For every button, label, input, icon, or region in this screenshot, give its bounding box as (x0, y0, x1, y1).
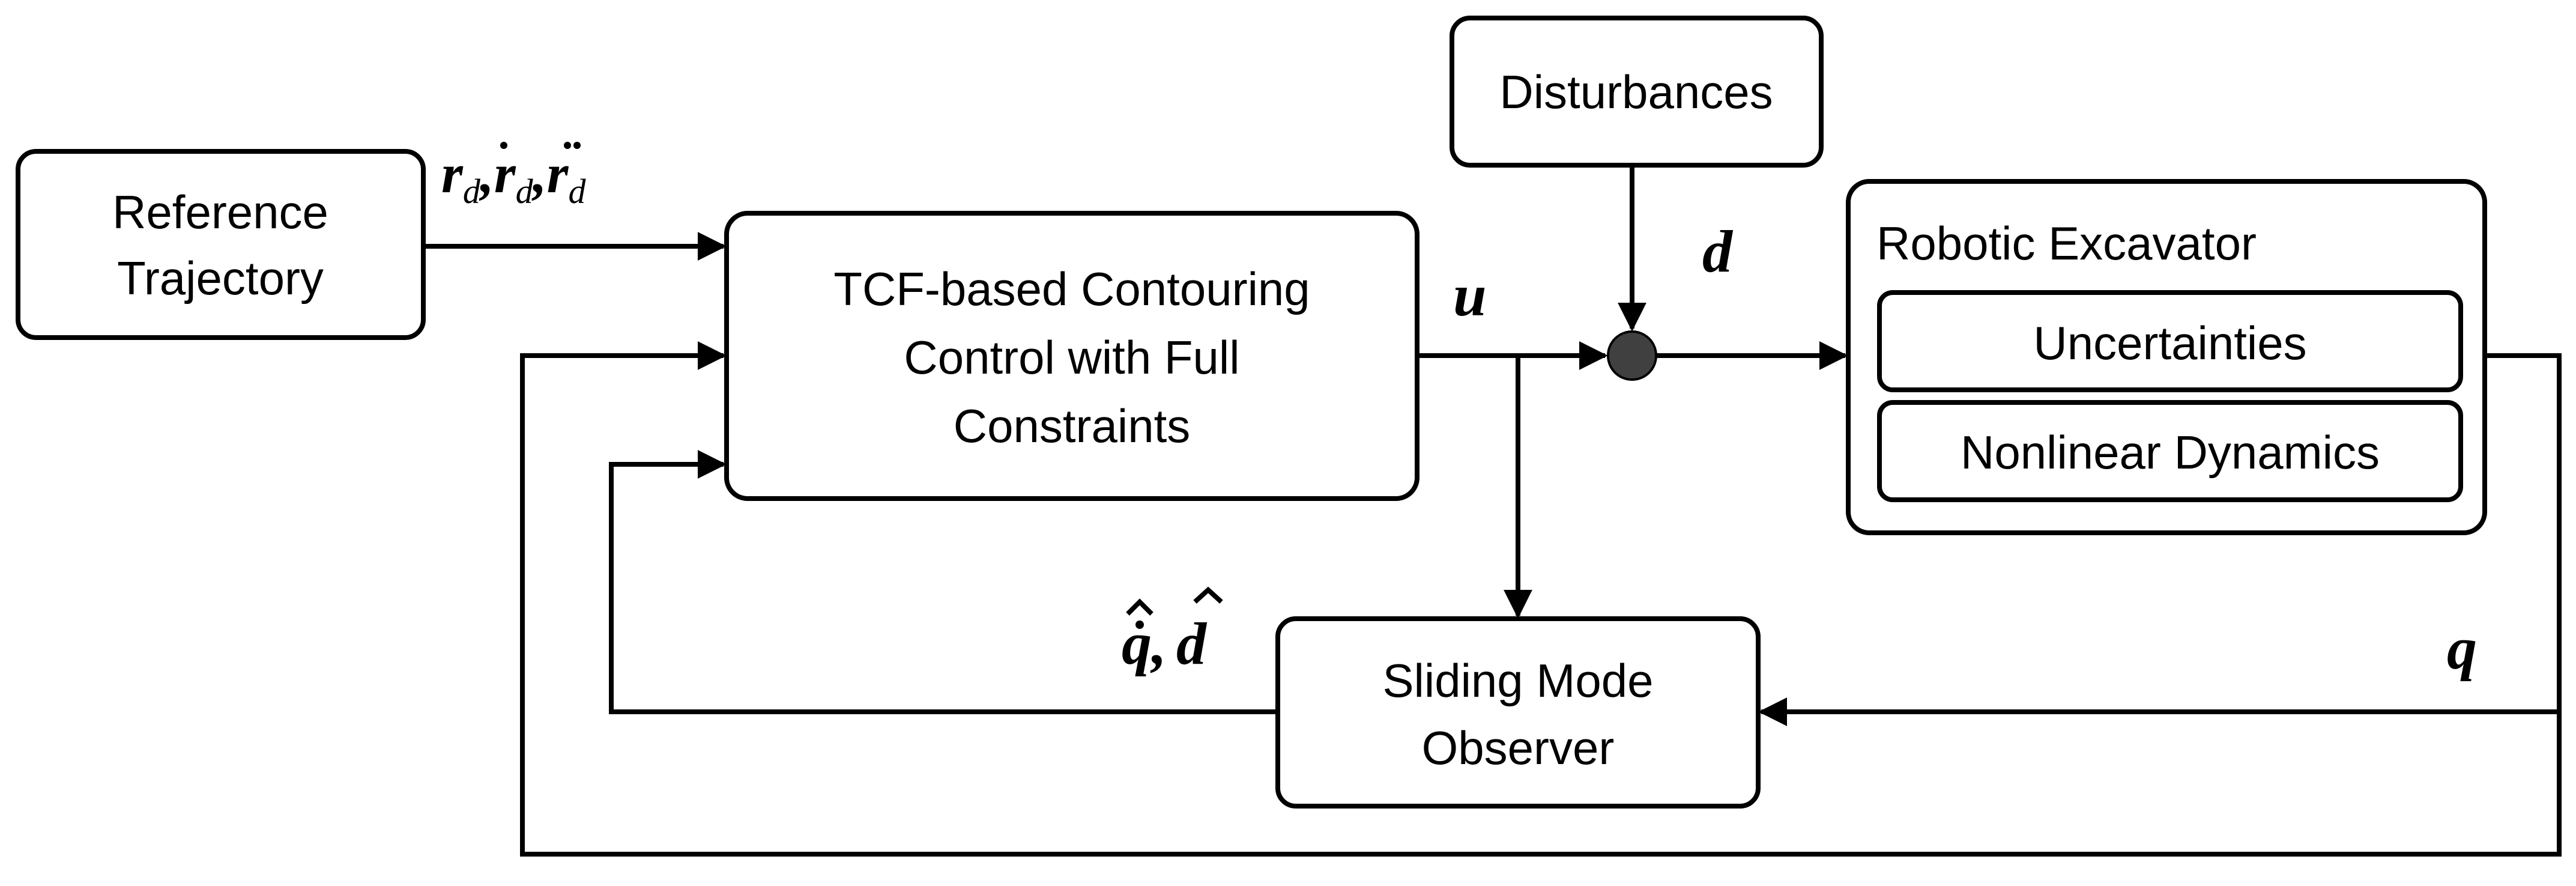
uncertainties-subblock (1877, 290, 2463, 392)
d-hat-symbol: d (1176, 610, 1208, 677)
svg-text:q,d: q,d (1122, 610, 1208, 677)
output-feedback-to-controller-arrow (520, 341, 2562, 857)
robotic-excavator-title: Robotic Excavator (1876, 217, 2257, 270)
reference-label-line2: Trajectory (117, 252, 324, 305)
nonlinear-dynamics-subblock (1877, 400, 2463, 502)
observer-label-line2: Observer (1422, 721, 1615, 774)
observer-label-line1: Sliding Mode (1383, 654, 1654, 707)
q-hat-dot-symbol: q (1122, 610, 1152, 677)
disturbance-signal-d: d (1702, 218, 1734, 285)
r-dot-d-subscript: d (516, 172, 534, 211)
r-ddot-d-symbol: r (547, 143, 569, 204)
reference-signals-label: rd,rd,rd (441, 142, 586, 211)
controller-label-line2: Control with Full (904, 331, 1239, 384)
observer-to-controller-arrow (609, 450, 1278, 714)
r-d-symbol: r (441, 143, 464, 204)
summing-junction (1607, 330, 1657, 381)
nonlinear-dynamics-label: Nonlinear Dynamics (1961, 426, 2380, 479)
sliding-mode-observer-block: Sliding Mode Observer (1275, 616, 1761, 809)
disturbances-block: Disturbances (1450, 16, 1824, 168)
output-signal-q: q (2447, 615, 2477, 682)
robotic-excavator-block: Robotic Excavator Uncertainties Nonlinea… (1846, 179, 2487, 535)
uncertainties-label: Uncertainties (2033, 317, 2306, 369)
svg-text:rd,rd,rd: rd,rd,rd (441, 143, 586, 211)
control-signal-u: u (1453, 262, 1487, 329)
reference-label-line1: Reference (112, 186, 328, 238)
disturbances-label: Disturbances (1499, 65, 1773, 118)
r-d-subscript: d (463, 172, 481, 211)
controller-label-line3: Constraints (954, 399, 1191, 452)
controller-label-line1: TCF-based Contouring (833, 262, 1310, 315)
estimate-signals-label: q,d (1122, 586, 1223, 677)
controller-block: TCF-based Contouring Control with Full C… (724, 211, 1420, 501)
r-dot-d-symbol: r (494, 143, 516, 204)
reference-trajectory-block: Reference Trajectory (16, 149, 426, 340)
r-ddot-d-subscript: d (568, 172, 586, 211)
